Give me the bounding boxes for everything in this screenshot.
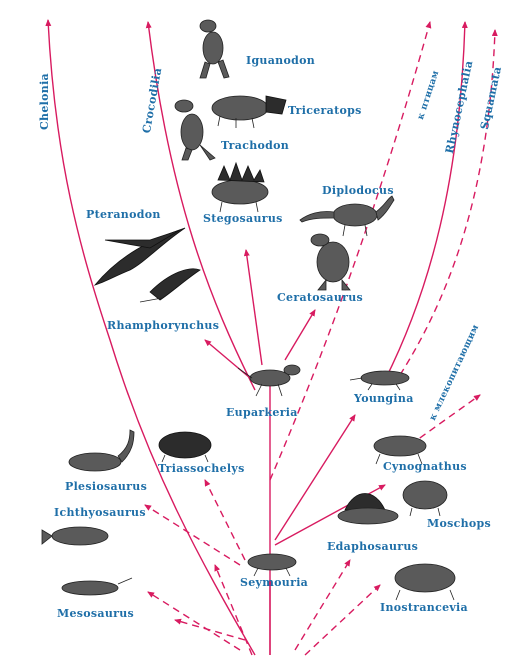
animal-figures — [41, 19, 456, 601]
label-pteranodon: Pteranodon — [86, 208, 161, 221]
cynognathus-figure — [373, 435, 427, 465]
ceratosaurus-figure — [310, 233, 351, 291]
arrow-mesosaurus — [147, 591, 241, 651]
arrow-mammals — [409, 394, 481, 446]
iguanodon-figure — [199, 19, 230, 79]
label-ceratosaurus: Ceratosaurus — [277, 291, 363, 304]
euparkeria-figure — [237, 364, 301, 397]
arrow-inostrancevia — [304, 584, 381, 656]
mesosaurus-figure — [61, 577, 133, 596]
arrow-plesiosaurus — [214, 564, 253, 656]
arrow-chelonia — [45, 19, 256, 656]
label-triceratops: Triceratops — [288, 104, 362, 117]
moschops-figure — [402, 480, 448, 517]
pteranodon-figure — [93, 227, 186, 286]
label-moschops: Moschops — [427, 517, 492, 530]
label-ichthyosaurus: Ichthyosaurus — [54, 506, 146, 519]
branch-arrows — [45, 19, 498, 656]
arrow-triassochelys — [204, 479, 246, 561]
plesiosaurus-figure — [68, 429, 135, 472]
diplodocus-figure — [299, 195, 395, 237]
label-inostrancevia: Inostrancevia — [380, 601, 468, 614]
edaphosaurus-figure — [337, 493, 399, 525]
label-trachodon: Trachodon — [221, 139, 290, 152]
label-diplodocus: Diplodocus — [322, 184, 394, 197]
triassochelys-figure — [158, 431, 212, 463]
label-iguanodon: Iguanodon — [246, 54, 316, 67]
arrow-rhynocephalia — [384, 21, 468, 381]
arrow-squamata — [399, 29, 498, 376]
label-mesosaurus: Mesosaurus — [57, 607, 135, 620]
label-triassochelys: Triassochelys — [158, 462, 245, 475]
label-cynognathus: Cynognathus — [383, 460, 467, 473]
arrow-edaphosaurus — [294, 559, 351, 651]
label-rhamphorynchus: Rhamphorynchus — [107, 319, 220, 332]
arrow-ichthyosaurus — [144, 504, 241, 566]
ichthyosaurus-figure — [41, 526, 109, 546]
seymouria-figure — [247, 553, 297, 577]
label-euparkeria: Euparkeria — [226, 406, 298, 419]
arrow-ceratosaurus — [284, 309, 316, 361]
label-plesiosaurus: Plesiosaurus — [65, 480, 148, 493]
arrow-lower-left — [174, 618, 246, 641]
label-youngina: Youngina — [354, 392, 414, 405]
label-stegosaurus: Stegosaurus — [203, 212, 283, 225]
arrow-crocodilia — [145, 21, 256, 391]
inostrancevia-figure — [394, 563, 456, 601]
label-seymouria: Seymouria — [240, 576, 309, 589]
youngina-figure — [349, 370, 410, 391]
arrow-youngina — [274, 414, 356, 541]
trachodon-figure — [174, 99, 216, 161]
rhamphorynchus-figure — [139, 268, 201, 303]
stegosaurus-figure — [211, 161, 269, 213]
triceratops-figure — [211, 95, 287, 129]
arrow-rhamphorynchus — [204, 339, 251, 379]
label-edaphosaurus: Edaphosaurus — [327, 540, 419, 553]
label-chelonia: Chelonia — [38, 73, 51, 130]
arrow-stegosaurus — [243, 249, 263, 366]
arrow-birds — [269, 21, 432, 481]
